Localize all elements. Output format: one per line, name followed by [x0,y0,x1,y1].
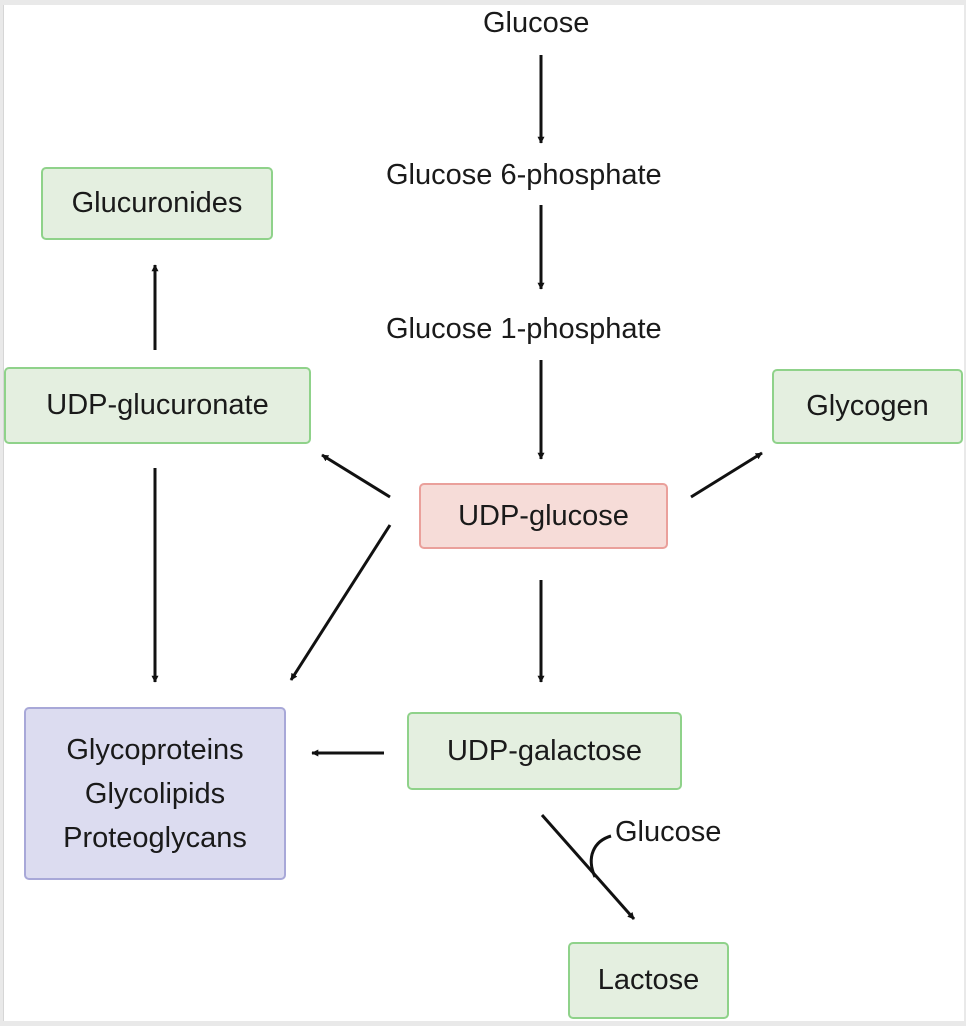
node-glucuronides: Glucuronides [41,167,273,240]
node-udp-galactose: UDP-galactose [407,712,682,790]
glucuronides-label: Glucuronides [71,187,243,219]
arrow-layer [151,55,763,920]
glucose-input-label: Glucose [615,816,722,848]
node-lactose: Lactose [568,942,729,1019]
udp-glucose-label: UDP-glucose [458,499,629,532]
udp-glucuronate-label: UDP-glucuronate [46,389,269,421]
glycoproteins-label: Glycoproteins [66,733,244,766]
arrow-udpglucose-to-udpglucuronate [321,453,391,499]
node-glucose-1-phosphate: Glucose 1-phosphate [386,313,662,345]
pathway-diagram: Glucose Glucose 6-phosphate Glucose 1-ph… [3,5,964,1021]
node-glucose: Glucose [483,7,590,39]
lactose-label: Lactose [597,964,700,996]
udp-galactose-label: UDP-galactose [446,734,643,767]
node-udp-glucuronate: UDP-glucuronate [4,367,311,444]
glucose-input-curve [589,834,612,878]
proteoglycans-label: Proteoglycans [63,821,247,854]
arrow-udpglucose-to-glycogen [690,451,763,499]
arrow-udpgalactose-to-lactose [540,814,636,920]
node-glycoconjugates: Glycoproteins Glycolipids Proteoglycans [24,707,286,880]
glycolipids-label: Glycolipids [84,777,226,810]
node-glycogen: Glycogen [772,369,963,444]
node-glucose-6-phosphate: Glucose 6-phosphate [386,159,662,191]
glycogen-label: Glycogen [806,390,929,422]
node-udp-glucose: UDP-glucose [419,483,668,549]
arrow-udpglucose-to-glycoconjugates [289,524,392,681]
